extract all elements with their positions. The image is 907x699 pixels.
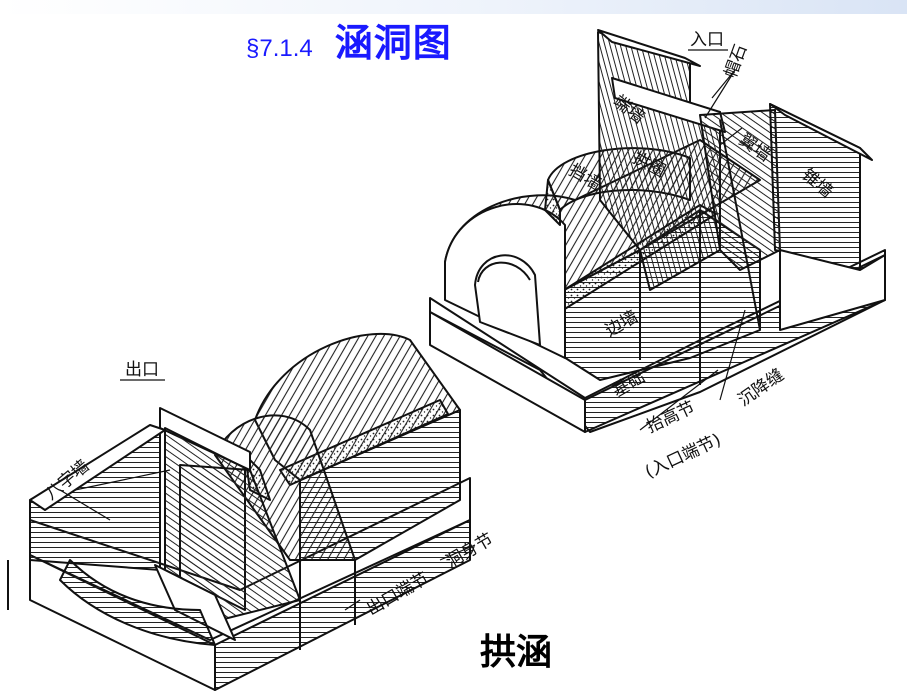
slide-title: §7.1.4 涵洞图 <box>246 12 452 72</box>
section-number: §7.1.4 <box>246 35 313 62</box>
label-outlet: 出口 <box>125 360 159 380</box>
label-inlet-end-section: (入口端节) <box>642 430 724 482</box>
section-title: 涵洞图 <box>334 21 452 65</box>
label-inlet: 入口 <box>690 30 724 50</box>
leader-lines <box>59 49 746 611</box>
outlet-culvert <box>7 332 471 691</box>
top-gradient-band <box>0 0 907 14</box>
figure-caption: 拱涵 <box>480 632 552 673</box>
inlet-culvert <box>429 29 886 433</box>
label-cap-stone: 帽石 <box>721 42 751 81</box>
